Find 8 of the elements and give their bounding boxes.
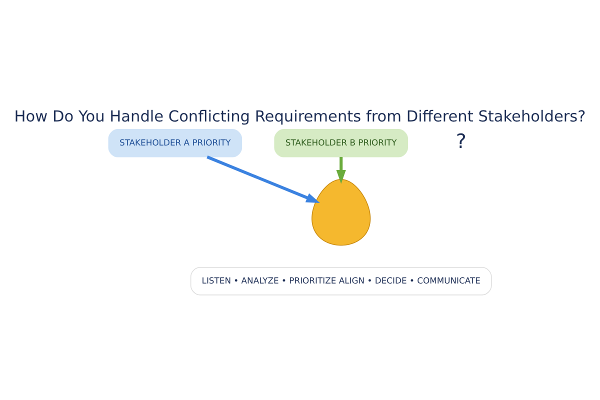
node-person bbox=[312, 178, 371, 246]
label: ? bbox=[456, 129, 466, 152]
diagram-title: How Do You Handle Conflicting Requirements from Different Stakeholders? bbox=[14, 106, 586, 125]
arrow bbox=[336, 156, 346, 184]
node-box: STAKEHOLDER B PRIORITY bbox=[274, 128, 408, 157]
node-box: LISTEN • ANALYZE • PRIORITIZE ALIGN • DECIDE • COMMUNICATE bbox=[190, 266, 492, 295]
arrow bbox=[206, 155, 320, 202]
node-box: STAKEHOLDER A PRIORITY bbox=[108, 128, 242, 157]
